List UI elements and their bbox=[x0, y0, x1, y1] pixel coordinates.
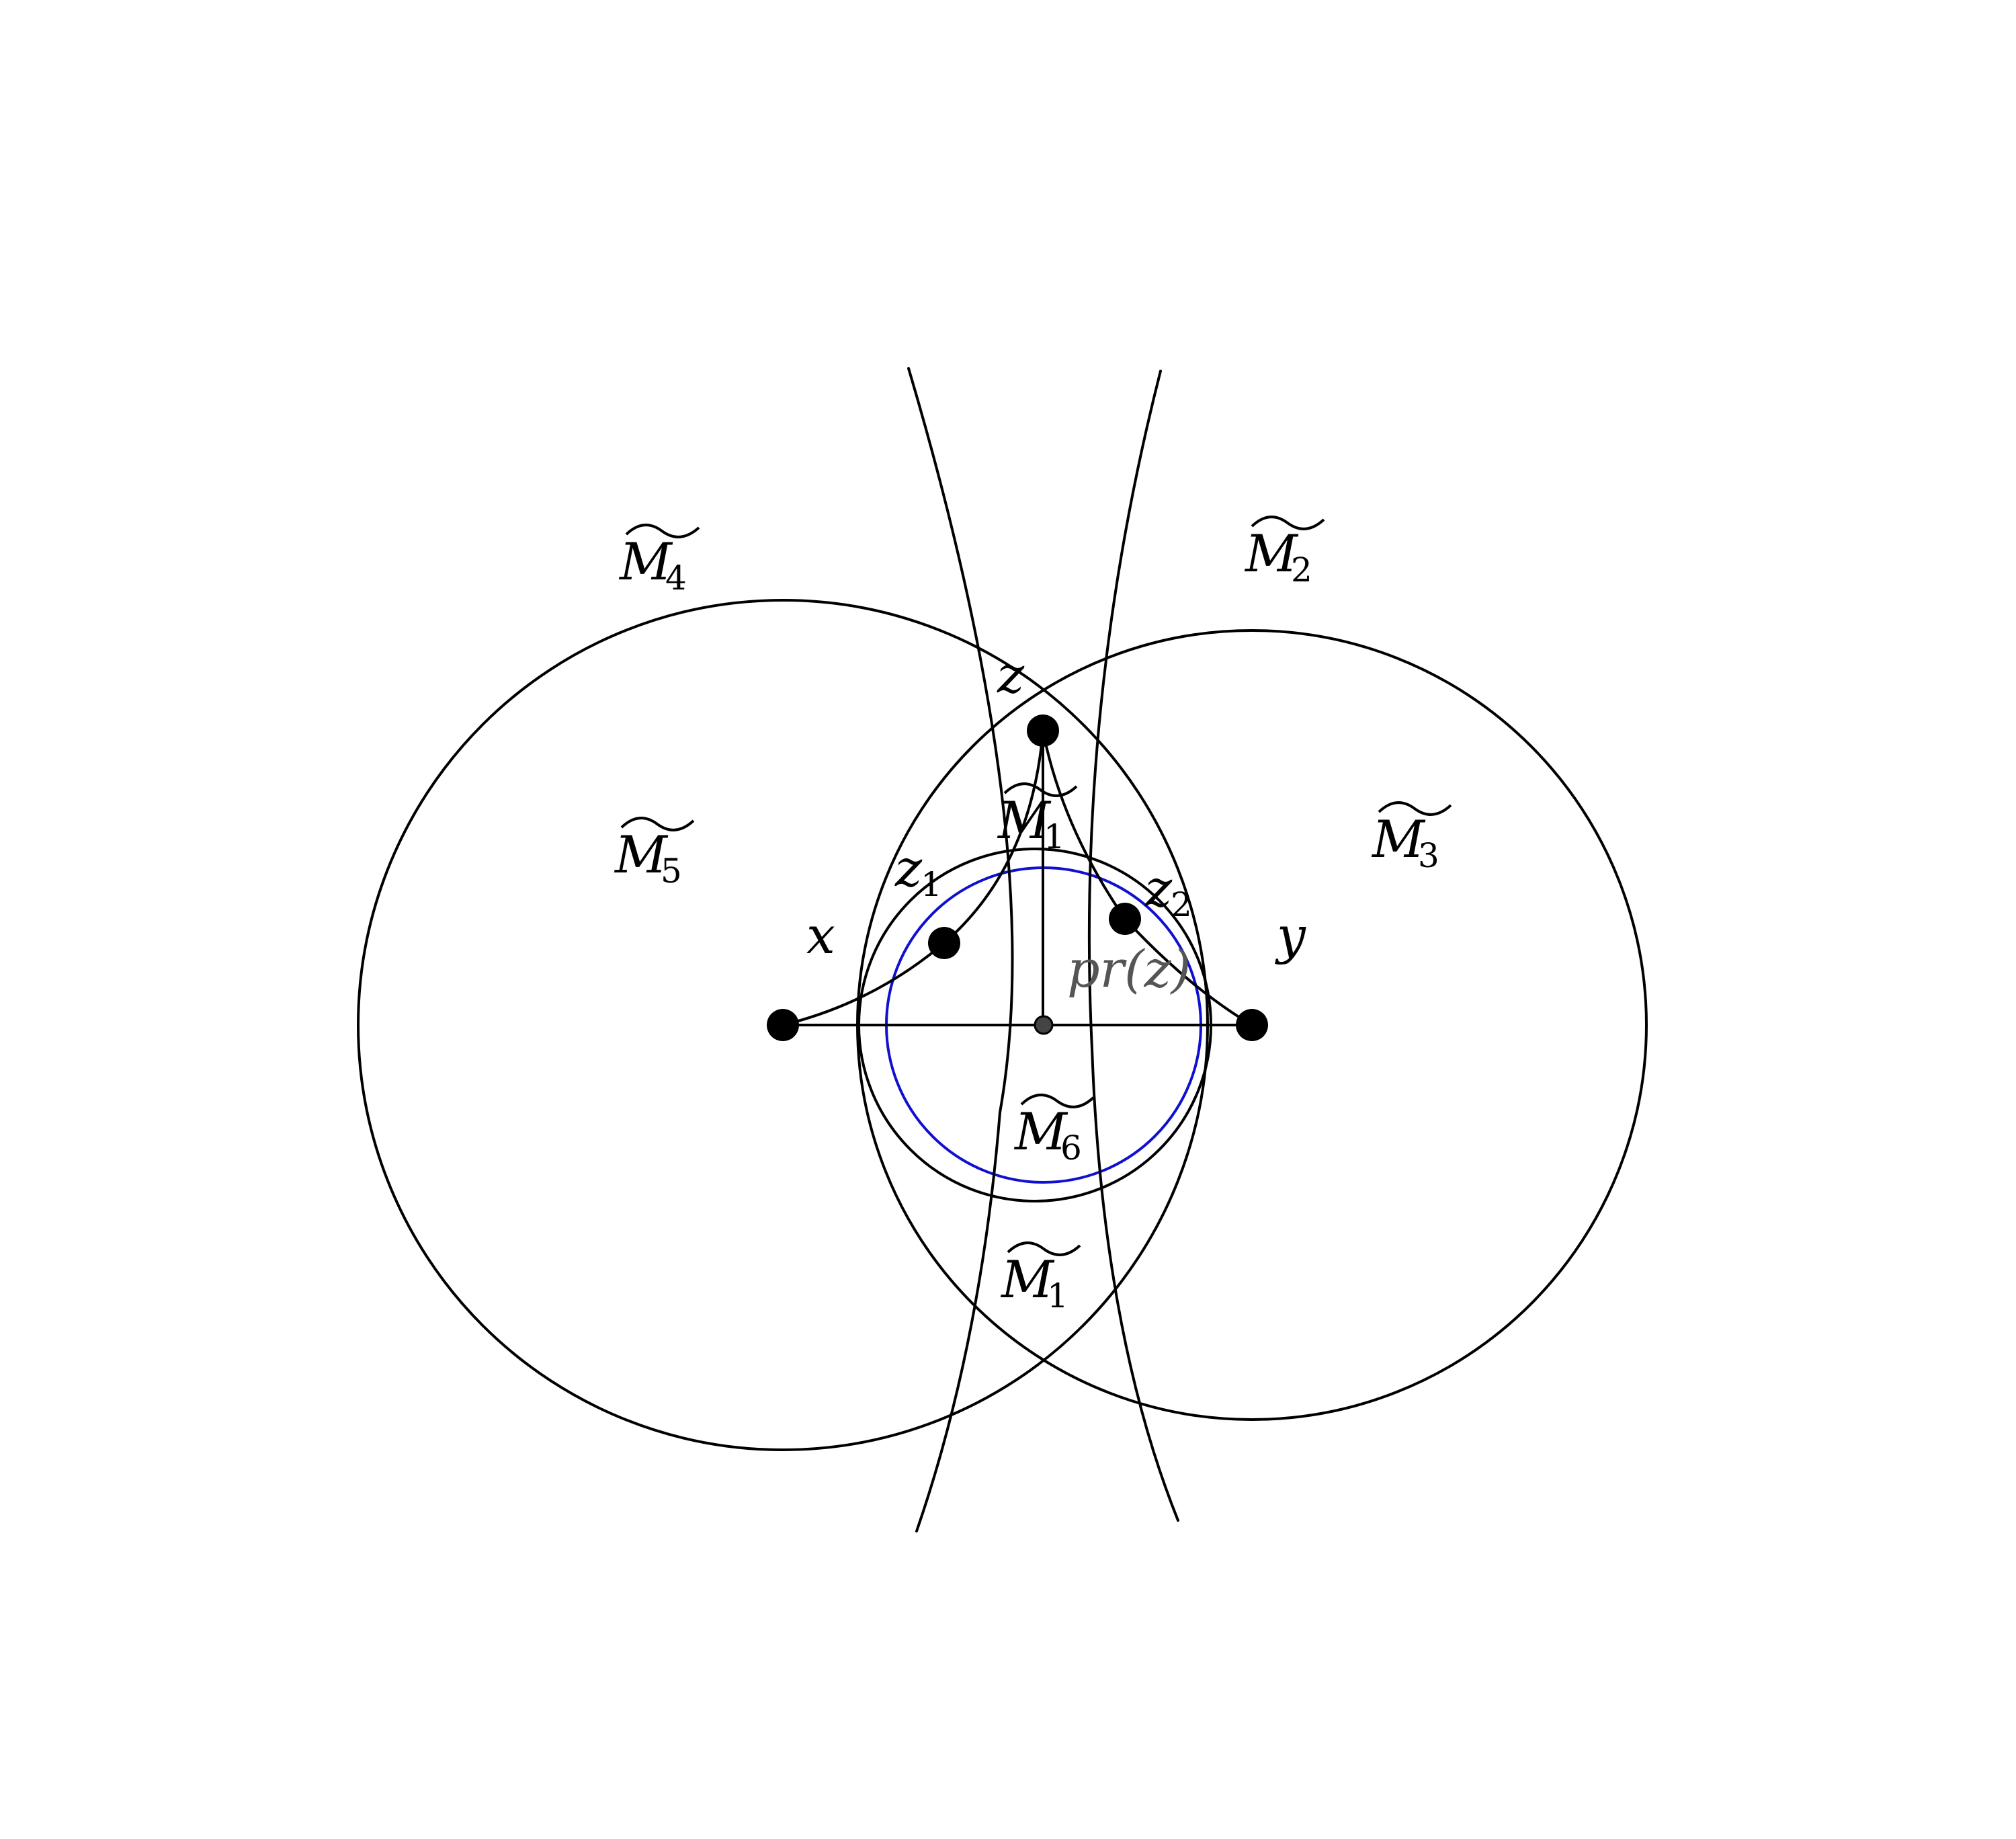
label-m1-top: M 1 bbox=[997, 782, 1078, 856]
svg-text:M: M bbox=[997, 790, 1052, 850]
label-y: y bbox=[1275, 905, 1306, 965]
label-z2: z 2 bbox=[1144, 858, 1192, 924]
svg-text:M: M bbox=[1371, 809, 1426, 869]
point-x bbox=[767, 1009, 799, 1041]
point-z bbox=[1027, 714, 1059, 747]
svg-text:5: 5 bbox=[661, 852, 682, 891]
left-boundary-curve bbox=[907, 367, 1014, 1532]
svg-text:M: M bbox=[1000, 1250, 1055, 1309]
svg-text:2: 2 bbox=[1171, 885, 1192, 924]
svg-text:M: M bbox=[618, 532, 673, 591]
point-y bbox=[1236, 1009, 1268, 1041]
svg-text:6: 6 bbox=[1060, 1129, 1082, 1168]
svg-text:1: 1 bbox=[921, 865, 942, 904]
svg-text:1: 1 bbox=[1047, 1276, 1068, 1315]
label-m4: M 4 bbox=[618, 524, 700, 598]
label-z1: z 1 bbox=[894, 838, 942, 904]
point-z2 bbox=[1109, 903, 1141, 935]
svg-text:2: 2 bbox=[1291, 550, 1312, 589]
label-prz: pr(z) bbox=[1067, 939, 1191, 999]
svg-text:1: 1 bbox=[1044, 817, 1065, 856]
svg-text:M: M bbox=[614, 825, 669, 885]
label-m6: M 6 bbox=[1013, 1094, 1095, 1168]
label-m3: M 3 bbox=[1371, 801, 1452, 875]
svg-text:4: 4 bbox=[665, 559, 687, 598]
svg-text:M: M bbox=[1013, 1102, 1068, 1161]
label-m1-bottom: M 1 bbox=[1000, 1241, 1081, 1315]
right-boundary-curve bbox=[1087, 370, 1179, 1522]
svg-text:z: z bbox=[1144, 858, 1173, 918]
point-z1 bbox=[928, 927, 960, 959]
point-prz bbox=[1034, 1015, 1054, 1035]
label-m2: M 2 bbox=[1244, 516, 1325, 589]
svg-text:3: 3 bbox=[1418, 836, 1439, 875]
label-x: x bbox=[806, 905, 835, 965]
label-z: z bbox=[997, 645, 1025, 704]
svg-text:z: z bbox=[894, 838, 923, 898]
svg-text:M: M bbox=[1244, 524, 1299, 583]
label-m5: M 5 bbox=[614, 817, 695, 891]
